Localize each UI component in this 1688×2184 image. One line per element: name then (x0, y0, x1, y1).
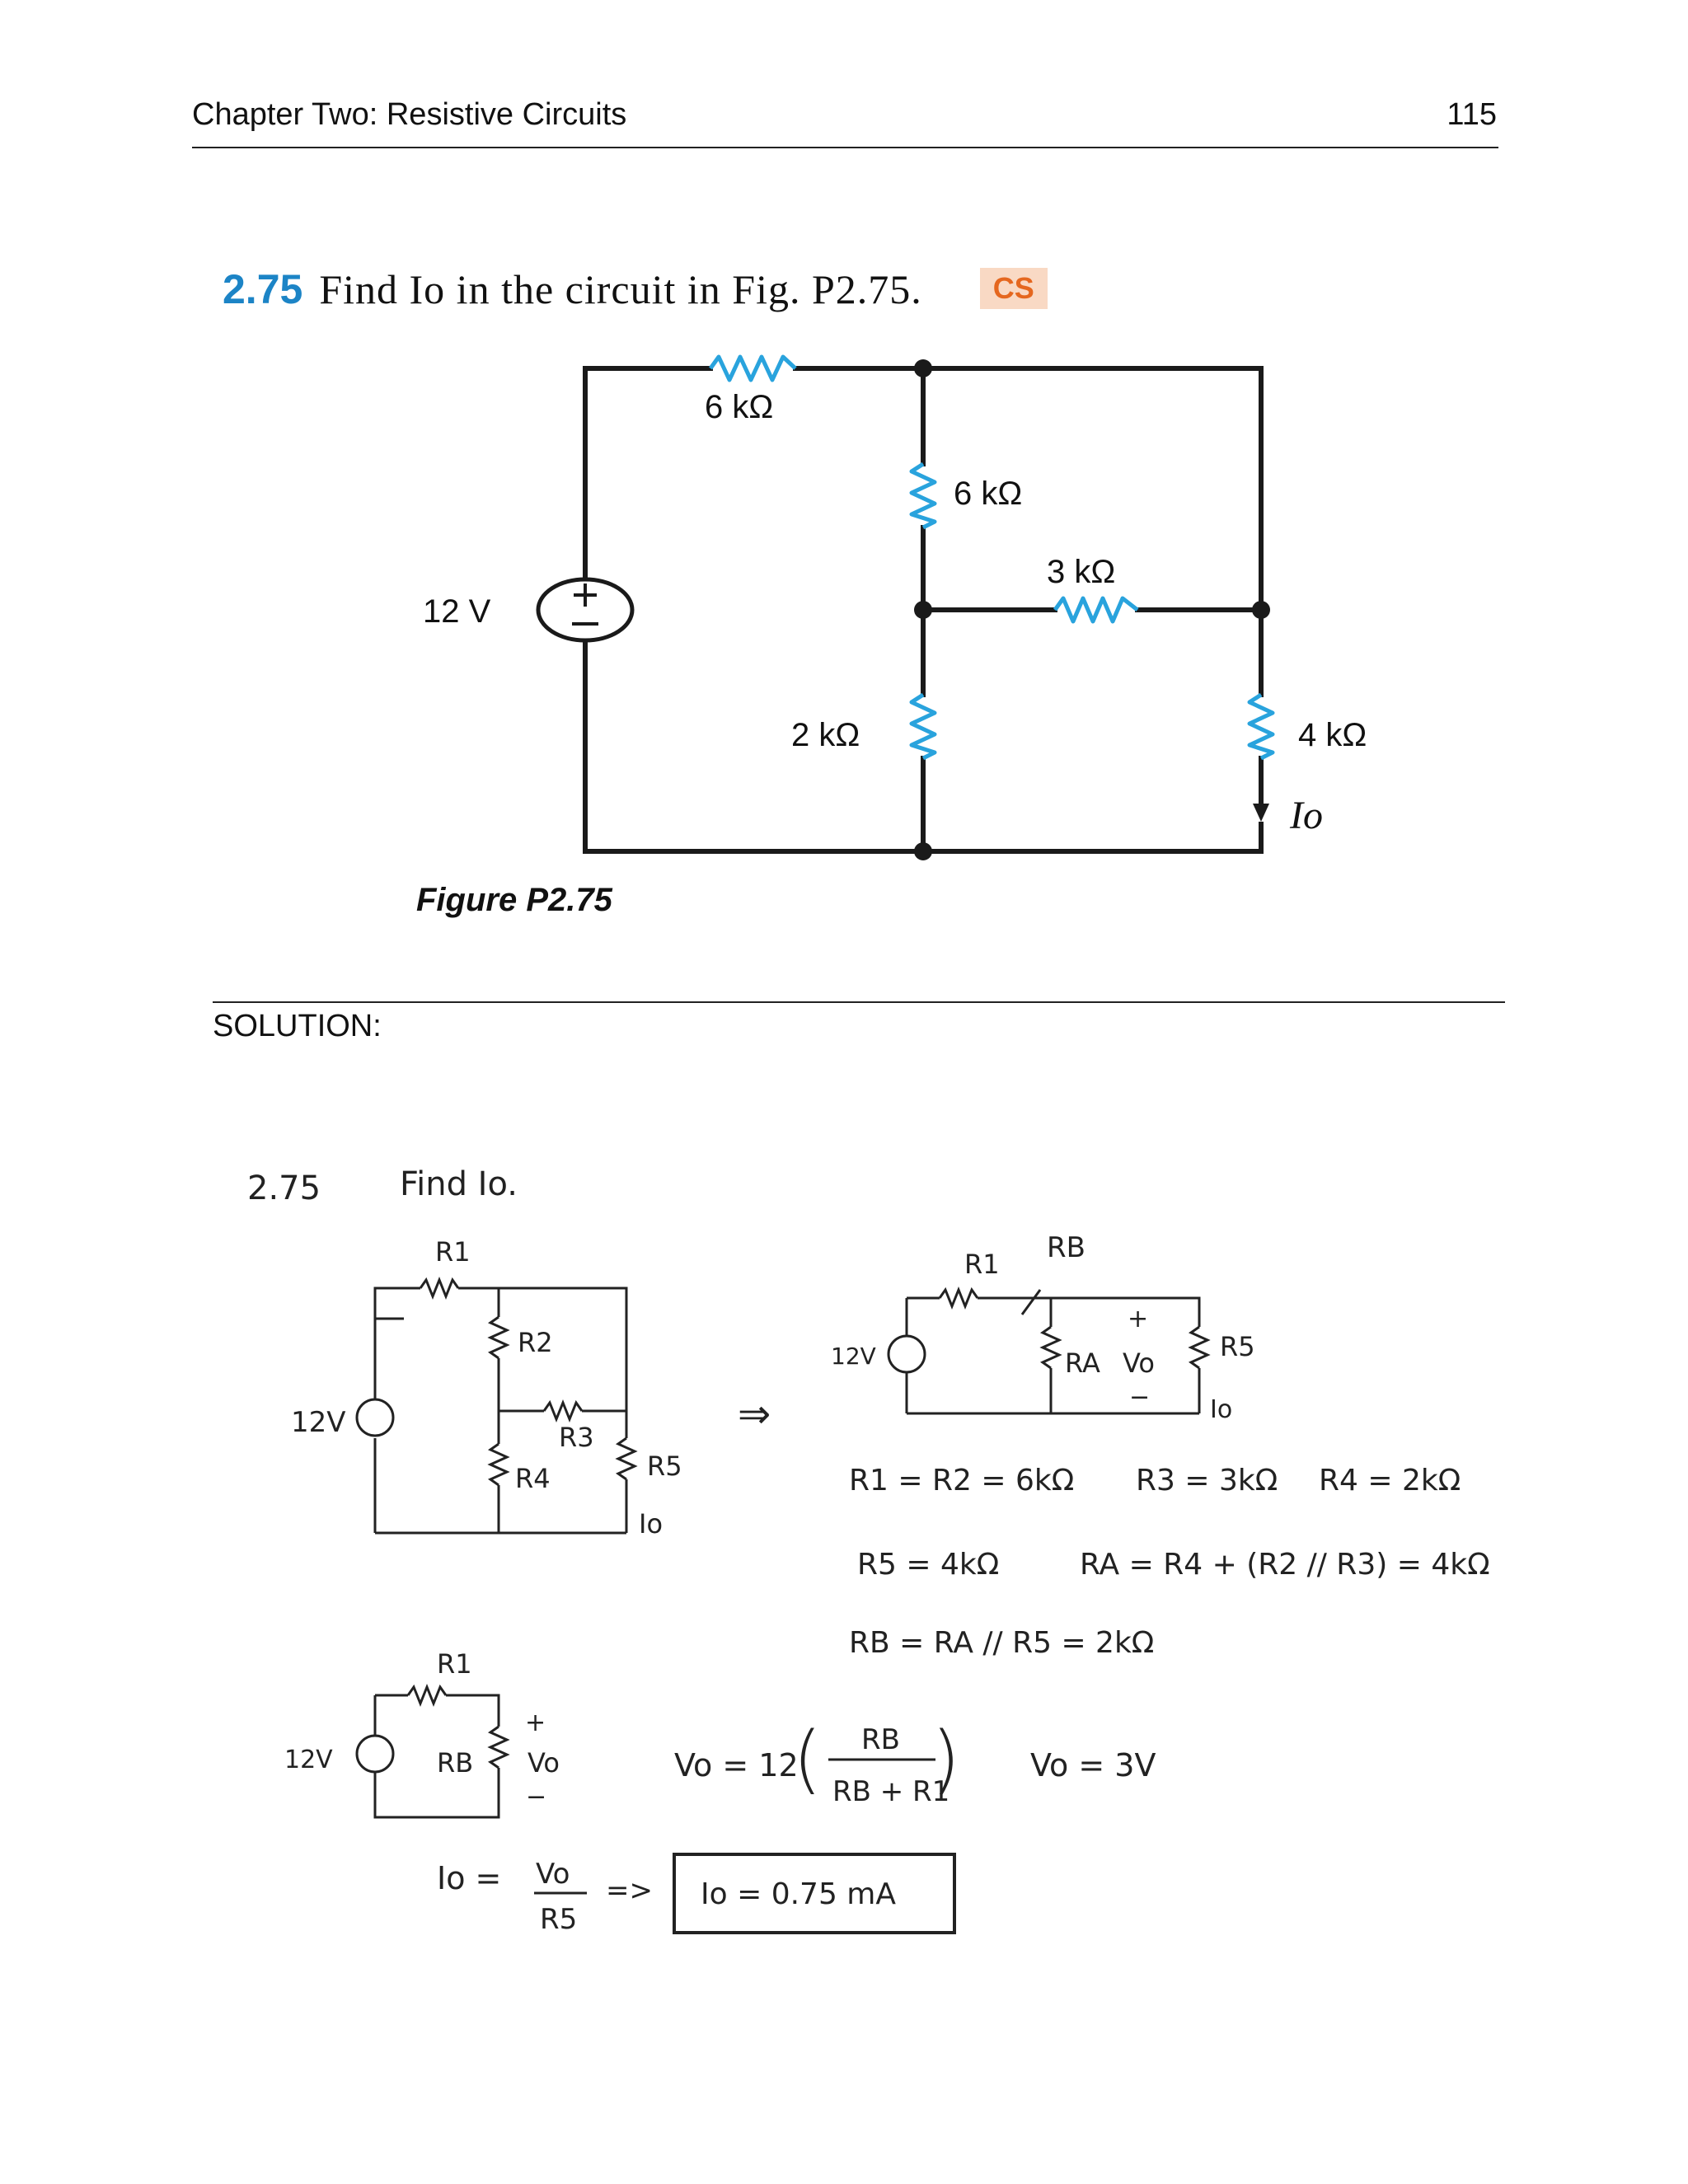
handwritten-solution: 2.75 Find Io. 12V R1 R2 R3 R4 (247, 1165, 1490, 1936)
hw-eq2a: R5 = 4kΩ (857, 1548, 999, 1582)
hw-eq1b: R3 = 3kΩ (1136, 1464, 1278, 1497)
hw-eq1a: R1 = R2 = 6kΩ (849, 1464, 1074, 1497)
r-right-label: 4 kΩ (1298, 717, 1367, 753)
hw-c3-minus: − (526, 1783, 546, 1811)
hw-c2-r1: R1 (964, 1249, 1000, 1280)
voltage-source (536, 577, 635, 643)
hw-eq3: RB = RA // R5 = 2kΩ (849, 1626, 1154, 1660)
hw-c3-r1: R1 (437, 1648, 472, 1680)
hw-c1-source: 12V (291, 1406, 346, 1439)
r-lower-mid-label: 2 kΩ (791, 717, 860, 753)
hw-vo-paren-right: ) (931, 1716, 960, 1802)
solution-label: SOLUTION: (213, 1009, 382, 1043)
r-mid-vertical-label: 6 kΩ (954, 476, 1022, 512)
hw-circuit-2 (887, 1286, 1211, 1415)
hw-vo-result: Vo = 3V (1030, 1747, 1156, 1783)
hw-c1-r5: R5 (647, 1451, 682, 1482)
hw-vo-num: RB (861, 1723, 900, 1756)
hw-c3-vo: Vo (528, 1747, 560, 1779)
hw-c3-plus: + (525, 1708, 546, 1737)
hw-c2-vo: Vo (1123, 1347, 1155, 1379)
hw-answer: Io = 0.75 mA (701, 1877, 896, 1911)
r-top-label: 6 kΩ (705, 389, 773, 425)
solution-rule (213, 1001, 1505, 1003)
hw-vo-paren-left: ( (793, 1716, 822, 1802)
page-header-title: Chapter Two: Resistive Circuits (192, 97, 627, 132)
hw-io-den: R5 (540, 1903, 577, 1936)
hw-heading-text: Find Io. (400, 1165, 518, 1203)
hw-c2-minus: − (1129, 1383, 1150, 1412)
hw-io-lhs: Io = (437, 1860, 501, 1896)
figure-caption: Figure P2.75 (416, 882, 612, 918)
hw-c2-r5: R5 (1220, 1331, 1255, 1362)
hw-heading-num: 2.75 (247, 1169, 321, 1207)
hw-vo-den: RB + R1 (832, 1775, 950, 1808)
hw-c1-r1: R1 (435, 1236, 471, 1268)
hw-c2-source: 12V (831, 1343, 876, 1370)
hw-arrow: ⇒ (738, 1391, 771, 1437)
hw-c1-io: Io (639, 1508, 663, 1540)
r-horizontal-label: 3 kΩ (1047, 554, 1115, 590)
hw-c3-rb: RB (437, 1747, 473, 1779)
hw-c2-ra: RA (1065, 1347, 1100, 1379)
hw-circuit-1 (355, 1276, 638, 1535)
hw-eq2b: RA = R4 + (R2 // R3) = 4kΩ (1080, 1548, 1490, 1582)
problem-number: 2.75 (223, 266, 303, 312)
hw-c1-r4: R4 (515, 1463, 551, 1494)
hw-c1-r3: R3 (559, 1422, 594, 1453)
hw-c2-plus: + (1128, 1305, 1148, 1333)
page-number: 115 (1447, 97, 1497, 132)
current-arrow (1253, 804, 1269, 822)
cs-badge: CS (979, 268, 1048, 309)
problem-text: Find Io in the circuit in Fig. P2.75. (319, 266, 922, 312)
hw-c2-rb: RB (1047, 1231, 1085, 1264)
hw-c1-r2: R2 (518, 1327, 553, 1358)
hw-circuit-3 (355, 1683, 510, 1819)
hw-vo-lhs: Vo = 12 (674, 1747, 799, 1783)
source-label: 12 V (423, 593, 491, 630)
resistor-zigzags (708, 354, 1275, 761)
answer-box (673, 1853, 956, 1934)
current-label: Io (1289, 794, 1323, 837)
hw-c3-source: 12V (284, 1746, 333, 1774)
hw-implies: => (606, 1874, 653, 1907)
hw-eq1c: R4 = 2kΩ (1319, 1464, 1461, 1497)
hw-c2-io: Io (1210, 1395, 1232, 1424)
problem-statement: 2.75 Find Io in the circuit in Fig. P2.75… (223, 265, 1048, 313)
junction-dots (914, 359, 1270, 860)
header-rule (192, 147, 1498, 148)
hw-io-num: Vo (536, 1858, 570, 1891)
